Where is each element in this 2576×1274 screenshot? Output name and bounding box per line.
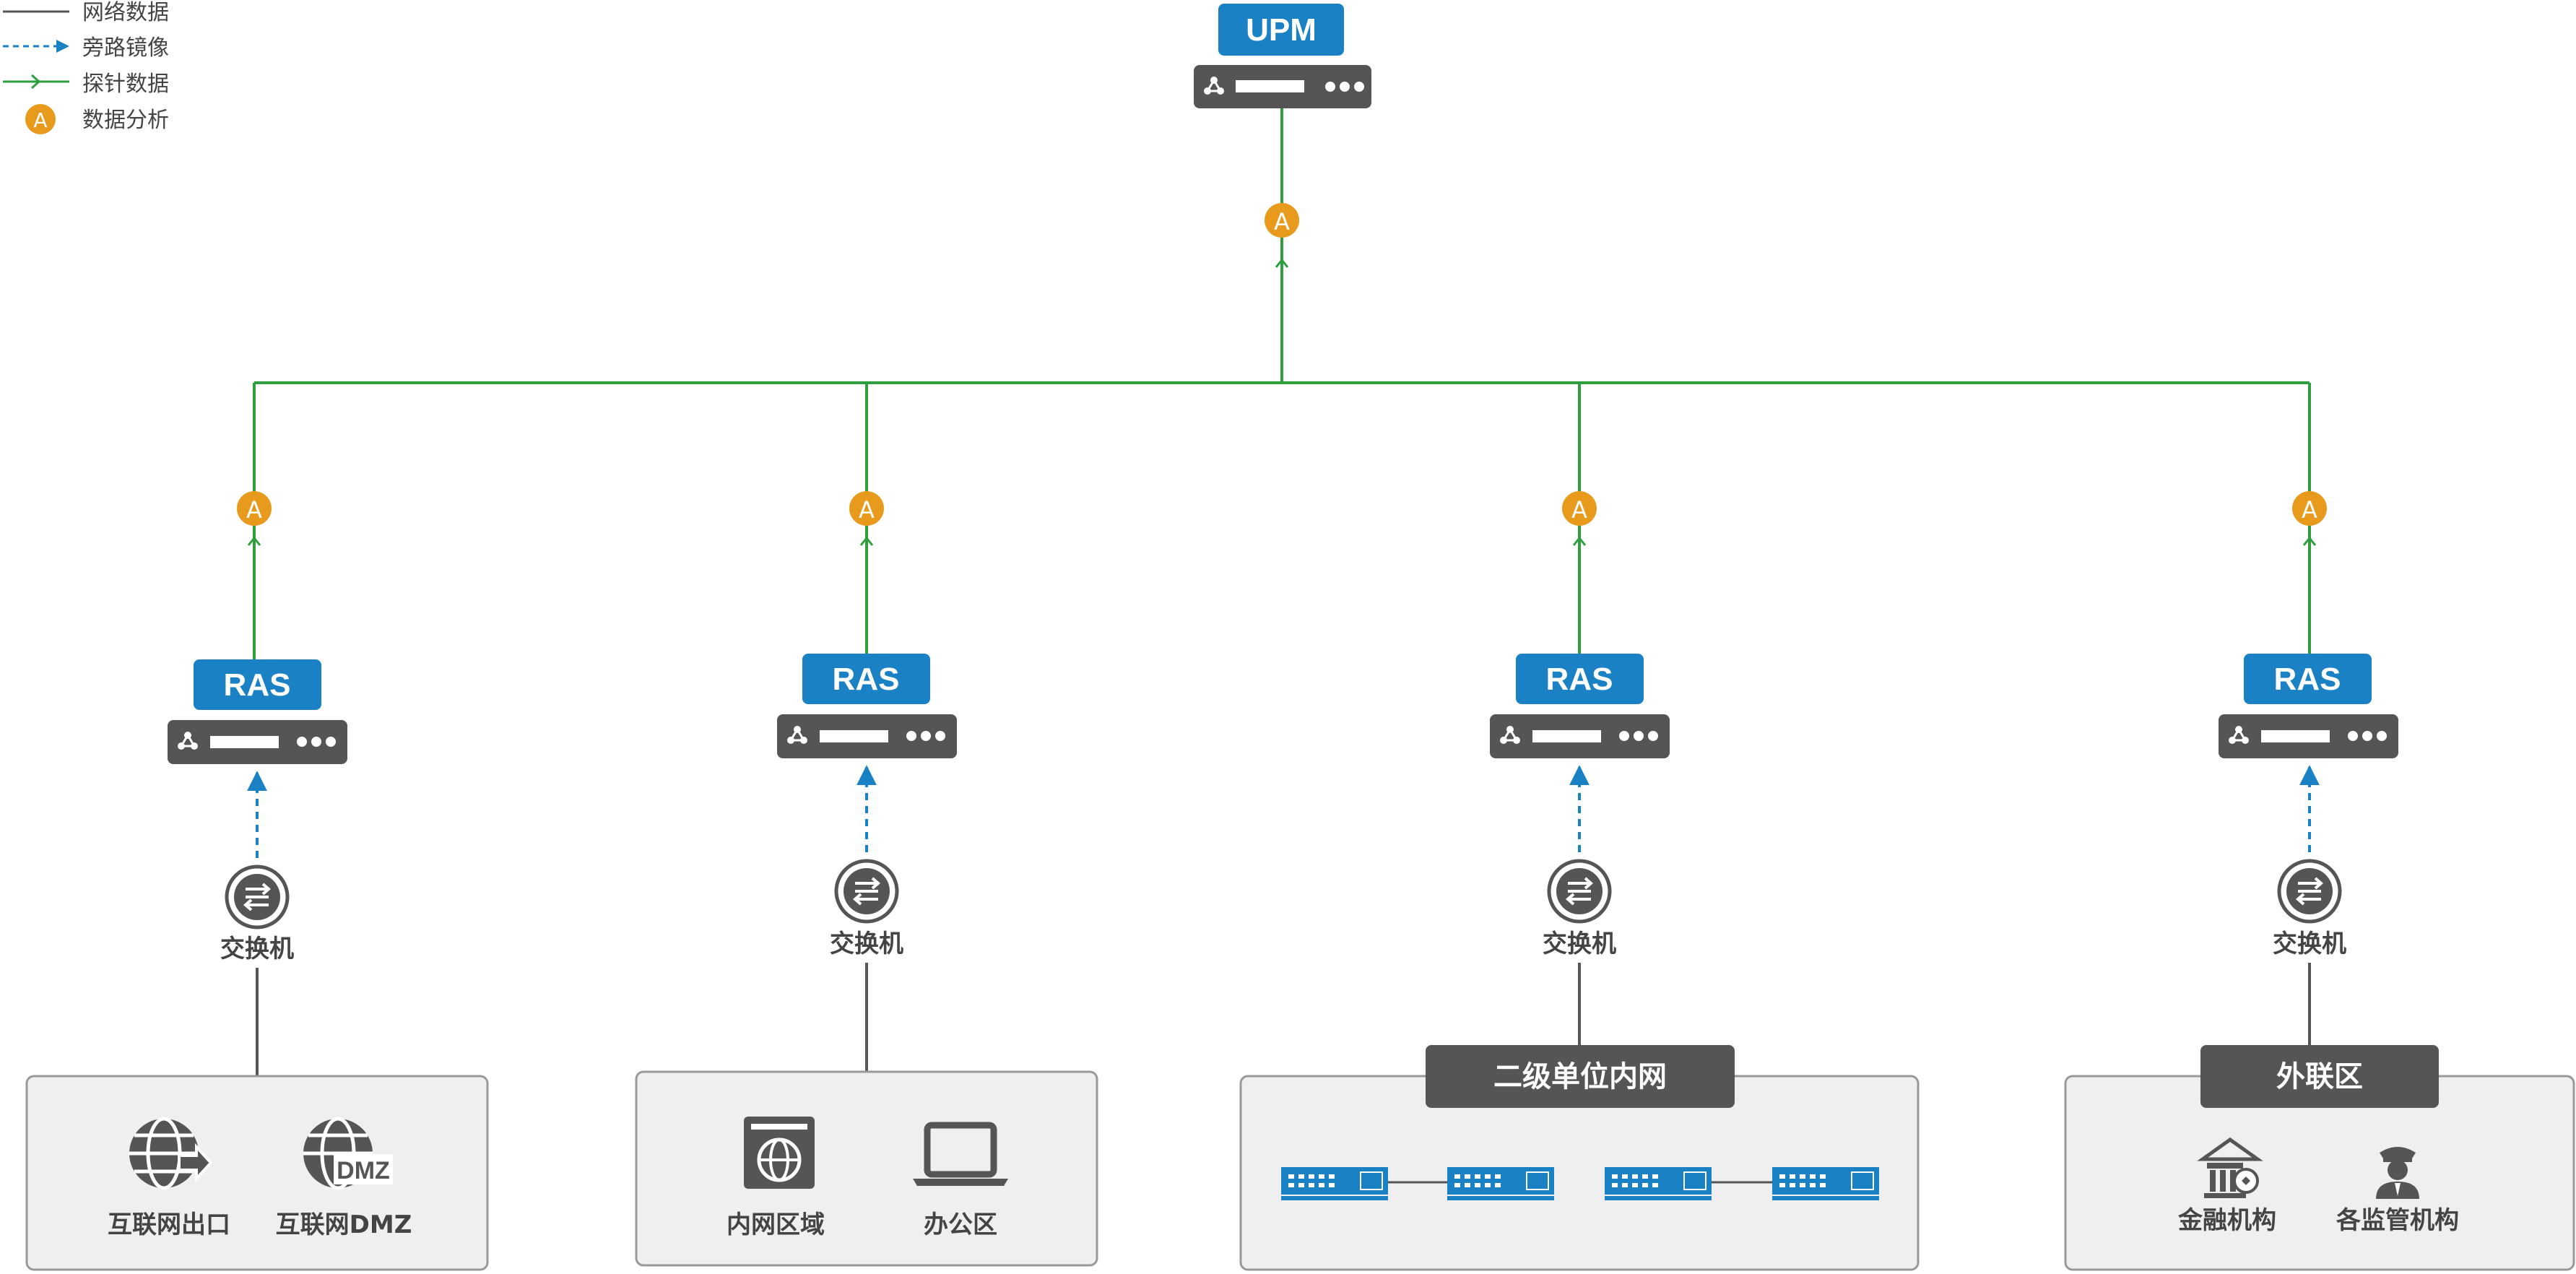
branch-4: A RAS 交换机 外联区 金融机构 bbox=[2064, 383, 2575, 1271]
zone-header-label: 二级单位内网 bbox=[1493, 1060, 1667, 1093]
ras-server-icon bbox=[168, 720, 347, 764]
ras-label: RAS bbox=[833, 662, 900, 697]
analysis-icon bbox=[1562, 491, 1597, 526]
switch-rack-icon bbox=[1772, 1167, 1879, 1200]
globe-exit-icon bbox=[129, 1117, 213, 1190]
upm-badge bbox=[1218, 4, 1344, 56]
legend-analysis-icon bbox=[25, 104, 56, 134]
switch-rack-icon bbox=[1605, 1167, 1712, 1200]
zone-item-label: 办公区 bbox=[924, 1210, 997, 1239]
switch-label: 交换机 bbox=[1543, 930, 1616, 958]
switch-rack-icon bbox=[1447, 1167, 1554, 1200]
analysis-symbol: A bbox=[859, 496, 875, 524]
probe-chevron-icon bbox=[859, 536, 874, 546]
analysis-symbol: A bbox=[246, 496, 262, 524]
ras-server-icon bbox=[1490, 714, 1670, 758]
analysis-icon bbox=[849, 491, 884, 526]
legend-mirror-arrow-icon bbox=[56, 40, 69, 53]
legend-label-analysis: 数据分析 bbox=[82, 108, 169, 133]
upm-analysis-icon bbox=[1265, 203, 1299, 238]
probe-chevron-icon bbox=[1572, 536, 1587, 546]
upm-server-icon bbox=[1194, 65, 1371, 108]
browser-globe-icon bbox=[744, 1117, 815, 1189]
bank-icon bbox=[2197, 1137, 2263, 1198]
analysis-icon bbox=[2292, 491, 2327, 526]
legend-label-probe: 探针数据 bbox=[82, 72, 169, 97]
officer-icon bbox=[2376, 1147, 2419, 1199]
switch-icon bbox=[834, 859, 899, 924]
upm-analysis-symbol: A bbox=[1274, 208, 1290, 235]
upm-label: UPM bbox=[1246, 12, 1317, 48]
ras-server-icon bbox=[2219, 714, 2398, 758]
branch-1: A RAS 交换机 互联网出口 bbox=[25, 383, 489, 1271]
switch-label: 交换机 bbox=[830, 930, 903, 958]
analysis-symbol: A bbox=[1571, 496, 1587, 524]
legend-probe-chevron-icon bbox=[30, 74, 41, 90]
switch-icon bbox=[1547, 859, 1612, 924]
ras-badge bbox=[802, 654, 930, 704]
analysis-icon bbox=[237, 491, 272, 526]
ras-label: RAS bbox=[2274, 662, 2341, 697]
legend-label-mirror: 旁路镜像 bbox=[82, 35, 169, 61]
zone-item-label: 各监管机构 bbox=[2336, 1206, 2459, 1235]
probe-chevron-icon bbox=[247, 536, 261, 546]
zone-header bbox=[2200, 1045, 2439, 1108]
upm-node: UPM bbox=[1194, 4, 1371, 108]
zone-header-label: 外联区 bbox=[2276, 1060, 2363, 1093]
switch-icon bbox=[225, 864, 290, 930]
analysis-symbol: A bbox=[2302, 496, 2317, 524]
ras-server-icon bbox=[777, 714, 957, 758]
zone-item-label: 内网区域 bbox=[727, 1210, 825, 1239]
upm-probe-chevron-icon bbox=[1275, 258, 1289, 268]
zone-header bbox=[1426, 1045, 1735, 1108]
dmz-icon-text: DMZ bbox=[337, 1157, 390, 1184]
switch-label: 交换机 bbox=[220, 935, 294, 963]
branch-3: A RAS 交换机 二级单位内网 bbox=[1239, 383, 1920, 1271]
switch-rack-icon bbox=[1281, 1167, 1388, 1200]
zone-item-label: 金融机构 bbox=[2177, 1206, 2276, 1235]
probe-chevron-icon bbox=[2302, 536, 2317, 546]
ras-badge bbox=[2244, 654, 2372, 704]
zone-item-label: 互联网DMZ bbox=[276, 1210, 412, 1239]
legend-analysis-symbol: A bbox=[33, 108, 47, 132]
zone-box bbox=[635, 1070, 1098, 1267]
ras-badge bbox=[194, 659, 321, 710]
legend-label-network: 网络数据 bbox=[82, 0, 169, 25]
zone-item-label: 互联网出口 bbox=[108, 1210, 230, 1239]
ras-label: RAS bbox=[1546, 662, 1613, 697]
branch-2: A RAS 交换机 内网区域 办公区 bbox=[635, 383, 1098, 1267]
laptop-icon bbox=[913, 1122, 1008, 1186]
zone-box bbox=[25, 1075, 489, 1271]
ras-badge bbox=[1516, 654, 1644, 704]
switch-icon bbox=[2277, 859, 2342, 924]
ras-label: RAS bbox=[224, 667, 291, 703]
legend: 网络数据 旁路镜像 探针数据 A 数据分析 bbox=[3, 0, 169, 134]
globe-dmz-icon: DMZ bbox=[303, 1117, 393, 1190]
switch-label: 交换机 bbox=[2273, 930, 2346, 958]
